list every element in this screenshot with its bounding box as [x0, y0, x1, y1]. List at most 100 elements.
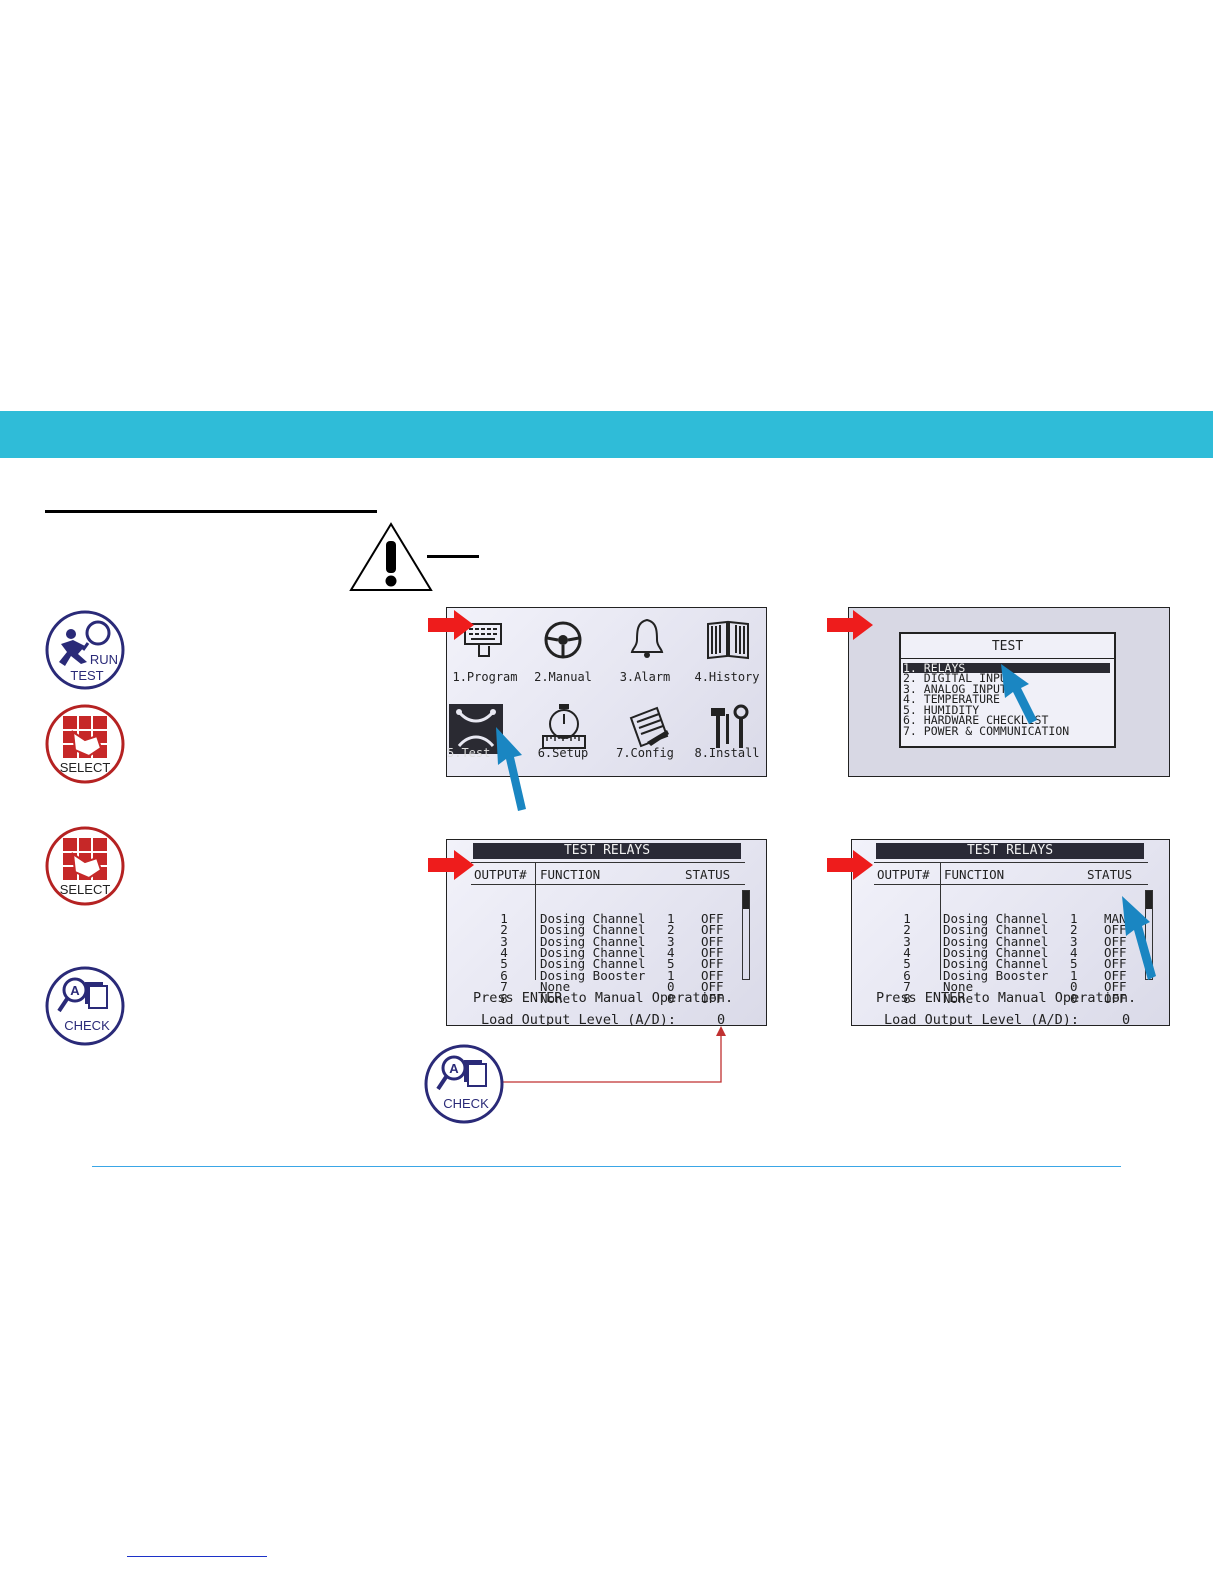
section-banner: [0, 411, 1213, 458]
warning-icon: [349, 522, 433, 591]
keyboard-icon: [464, 623, 502, 657]
test-menu-title: TEST: [991, 639, 1024, 654]
warning-label-rule: [427, 555, 479, 558]
select-icon-label: SELECT: [60, 760, 111, 775]
check-icon-label: CHECK: [443, 1096, 489, 1111]
relay-num: 5: [500, 956, 508, 972]
relay-status[interactable]: OFF: [701, 933, 724, 949]
relay-status[interactable]: OFF: [701, 922, 724, 938]
relay-func: Dosing Channel: [943, 945, 1049, 961]
relay-func: Dosing Channel: [943, 933, 1049, 949]
relay-status[interactable]: OFF: [701, 990, 724, 1006]
relay-num: 1: [500, 910, 508, 926]
menu-label-config[interactable]: 7.Config: [616, 746, 674, 760]
relays-scrollbar[interactable]: [742, 890, 750, 980]
test-menu-item[interactable]: 6. HARDWARE CHECKLIST: [903, 713, 1049, 728]
relay-status[interactable]: OFF: [1104, 967, 1127, 983]
load-output-value: 0: [1122, 1012, 1131, 1026]
test-menu-item[interactable]: 4. TEMPERATURE: [903, 692, 1000, 707]
relay-func: None: [943, 990, 974, 1006]
relays-title: TEST RELAYS: [876, 843, 1144, 859]
relay-ch: 5: [1070, 956, 1078, 972]
menu-label-history[interactable]: 4.History: [694, 670, 760, 684]
relay-status[interactable]: OFF: [701, 979, 724, 995]
test-menu-item[interactable]: 2. DIGITAL INPUT: [903, 671, 1014, 685]
menu-label-program[interactable]: 1.Program: [452, 670, 518, 684]
load-output-label: Load Output Level (A/D):: [884, 1012, 1080, 1026]
relay-ch: 0: [667, 979, 675, 995]
test-menu-items: 2. DIGITAL INPUT 3. ANALOG INPUT 4. TEMP…: [903, 671, 1070, 738]
red-arrow-icon: [827, 610, 873, 640]
relay-status[interactable]: OFF: [1104, 933, 1127, 949]
relay-num: 6: [500, 967, 508, 983]
col-function: FUNCTION: [944, 867, 1005, 882]
relay-num: 1: [903, 910, 911, 926]
menu-label-manual[interactable]: 2.Manual: [534, 670, 592, 684]
col-status: STATUS: [1087, 867, 1133, 882]
heading-rule: [45, 510, 377, 513]
check-connector-line: [502, 1026, 726, 1083]
relay-num: 7: [500, 979, 508, 995]
relay-num: 6: [903, 967, 911, 983]
relay-status[interactable]: OFF: [701, 910, 724, 926]
run-test-icon: RUN TEST: [45, 610, 125, 690]
relay-ch: 0: [1070, 979, 1078, 995]
relay-ch: 0: [667, 990, 675, 1006]
test-menu-item[interactable]: 5. HUMIDITY: [903, 702, 980, 717]
relay-ch: 0: [1070, 990, 1078, 1006]
menu-label-install[interactable]: 8.Install: [694, 746, 760, 760]
relay-num: 4: [903, 945, 911, 961]
stopwatch-icon: [542, 704, 586, 749]
relay-status[interactable]: OFF: [1104, 922, 1127, 938]
relay-num: 8: [500, 990, 508, 1006]
relay-ch: 5: [667, 956, 675, 972]
relay-ch: 4: [667, 945, 675, 961]
page-link-underline[interactable]: [127, 1556, 267, 1557]
run-test-line1: RUN: [90, 652, 118, 667]
relay-status[interactable]: OFF: [1104, 990, 1127, 1006]
relay-func: Dosing Channel: [540, 956, 646, 972]
test-icon[interactable]: [449, 704, 503, 754]
relay-status[interactable]: MAN: [1104, 910, 1127, 926]
relay-status[interactable]: OFF: [701, 945, 724, 961]
menu-label-alarm[interactable]: 3.Alarm: [619, 670, 671, 684]
relay-func: Dosing Channel: [943, 956, 1049, 972]
relay-ch: 2: [667, 922, 675, 938]
test-menu-item[interactable]: 7. POWER & COMMUNICATION: [903, 723, 1070, 738]
relay-status[interactable]: OFF: [1104, 979, 1127, 995]
check-icon: A CHECK: [45, 966, 125, 1046]
relay-func: Dosing Booster: [540, 967, 646, 983]
relay-status[interactable]: OFF: [1104, 945, 1127, 961]
menu-label-test[interactable]: 5.Test: [447, 746, 491, 760]
menu-label-setup[interactable]: 6.Setup: [537, 746, 589, 760]
relay-num: 3: [903, 933, 911, 949]
footer-rule: [92, 1166, 1121, 1167]
relay-status[interactable]: OFF: [701, 967, 724, 983]
test-menu-item[interactable]: 3. ANALOG INPUT: [903, 681, 1007, 696]
check-icon: A CHECK: [424, 1044, 504, 1124]
svg-text:A: A: [70, 983, 80, 998]
relay-num: 5: [903, 956, 911, 972]
tools-icon: [711, 704, 749, 748]
relay-func: Dosing Channel: [540, 910, 646, 926]
blue-arrow-icon: [1122, 896, 1156, 980]
relay-ch: 3: [1070, 933, 1078, 949]
relay-ch: 3: [667, 933, 675, 949]
relay-ch: 1: [667, 910, 675, 926]
relay-ch: 2: [1070, 922, 1078, 938]
svg-text:A: A: [449, 1061, 459, 1076]
red-arrow-icon: [428, 850, 474, 880]
relay-status[interactable]: OFF: [1104, 956, 1127, 972]
relay-func: None: [540, 979, 571, 995]
select-icon: SELECT: [45, 704, 125, 784]
relay-func: Dosing Channel: [943, 922, 1049, 938]
bell-icon: [630, 618, 664, 658]
relay-status[interactable]: OFF: [701, 956, 724, 972]
